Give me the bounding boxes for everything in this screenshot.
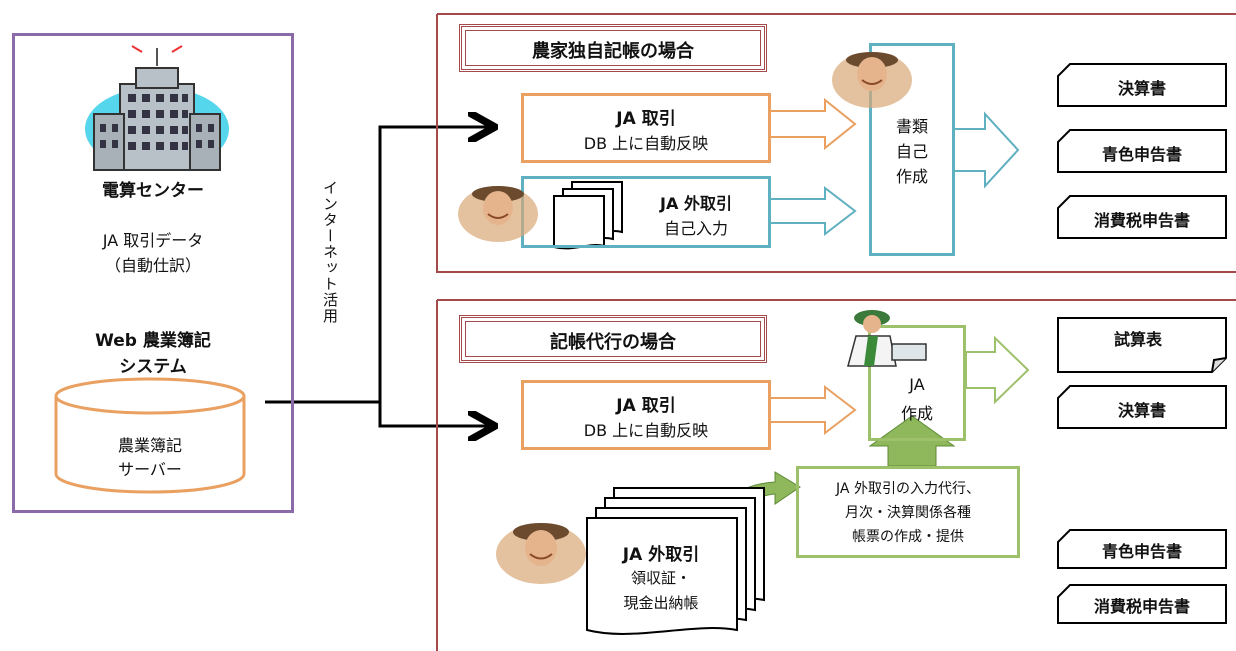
bottom-ja-create-line2: 作成 (900, 404, 933, 423)
output-doc-shisan-bottom (1057, 317, 1227, 373)
top-output-aoiro: 青色申告書 (1101, 145, 1182, 164)
ja-staff-icon (847, 310, 927, 367)
top-self-create-line3: 作成 (895, 167, 928, 186)
internet-branch-line (378, 402, 492, 426)
web-bookkeeping-label: Web 農業簿記 (95, 331, 211, 351)
auto-journal-label: （自動仕訳） (104, 256, 201, 275)
bottom-outside-line1: 領収証・ (630, 569, 691, 587)
arrow-top-output (953, 111, 1020, 189)
proxy-service-line3: 帳票の作成・提供 (852, 529, 964, 545)
top-self-create-line2: 自己 (895, 142, 928, 161)
arrow-top-outside (769, 185, 857, 237)
server-label-line2: サーバー (118, 460, 182, 479)
bottom-ja-trade-box (521, 380, 771, 450)
data-center-title: 電算センター (102, 181, 204, 201)
internet-usage-label: インターネット活用 (321, 180, 339, 324)
bottom-output-shisan: 試算表 (1113, 330, 1162, 349)
output-doc-shohizei-top (1057, 195, 1227, 239)
top-section-title: 農家独自記帳の場合 (532, 41, 694, 62)
output-doc-aoiro-bottom (1057, 529, 1227, 569)
proxy-service-box (796, 466, 1020, 558)
top-ja-trade-box (521, 93, 771, 163)
system-label: システム (119, 357, 187, 377)
ja-trade-data-label: JA 取引データ (102, 231, 204, 250)
top-self-create-box (869, 43, 955, 256)
top-output-kessan: 決算書 (1117, 79, 1166, 98)
output-doc-aoiro-top (1057, 129, 1227, 173)
bottom-output-aoiro: 青色申告書 (1101, 542, 1182, 561)
building-icon (85, 45, 229, 171)
top-ja-trade-title: JA 取引 (616, 109, 676, 129)
top-ja-trade-sub: DB 上に自動反映 (583, 134, 709, 153)
bottom-output-shohizei: 消費税申告書 (1093, 597, 1190, 616)
output-doc-kessan-bottom (1057, 385, 1227, 429)
arrow-top-ja (769, 97, 857, 151)
bottom-section-title-box (459, 315, 767, 363)
proxy-service-line1: JA 外取引の入力代行、 (836, 481, 980, 497)
arrow-bottom-ja (769, 384, 857, 436)
bottom-ja-trade-sub: DB 上に自動反映 (583, 421, 709, 440)
bottom-outside-trade-title: JA 外取引 (622, 545, 700, 565)
bottom-ja-create-line1: JA (909, 375, 925, 394)
bottom-ja-create-box (868, 325, 966, 441)
top-outside-trade-sub: 自己入力 (663, 219, 728, 238)
arrow-bottom-output (965, 335, 1030, 405)
top-self-create-line1: 書類 (895, 117, 928, 136)
internet-connection-line (265, 127, 492, 404)
output-doc-shohizei-bottom (1057, 584, 1227, 624)
proxy-service-line2: 月次・決算関係各種 (845, 505, 971, 521)
bottom-section-title: 記帳代行の場合 (550, 332, 676, 353)
bottom-outside-line2: 現金出納帳 (623, 594, 699, 612)
top-output-shohizei: 消費税申告書 (1093, 211, 1190, 230)
bottom-output-kessan: 決算書 (1117, 401, 1166, 420)
server-cylinder-icon (54, 377, 246, 494)
arrow-proxy-up (868, 415, 956, 467)
bottom-ja-trade-title: JA 取引 (616, 396, 676, 416)
top-section-frame (436, 13, 1236, 273)
bottom-section-frame (436, 299, 1236, 651)
output-doc-kessan-top (1057, 63, 1227, 107)
farmer-icon-top-right (832, 52, 912, 108)
document-stack-icon-bottom (586, 487, 765, 635)
farmer-icon-top-left (458, 186, 538, 242)
top-section-title-box (459, 24, 767, 72)
top-outside-trade-title: JA 外取引 (660, 194, 732, 213)
server-label-line1: 農業簿記 (117, 436, 182, 455)
data-center-panel (12, 33, 294, 513)
farmer-icon-bottom (496, 523, 586, 584)
